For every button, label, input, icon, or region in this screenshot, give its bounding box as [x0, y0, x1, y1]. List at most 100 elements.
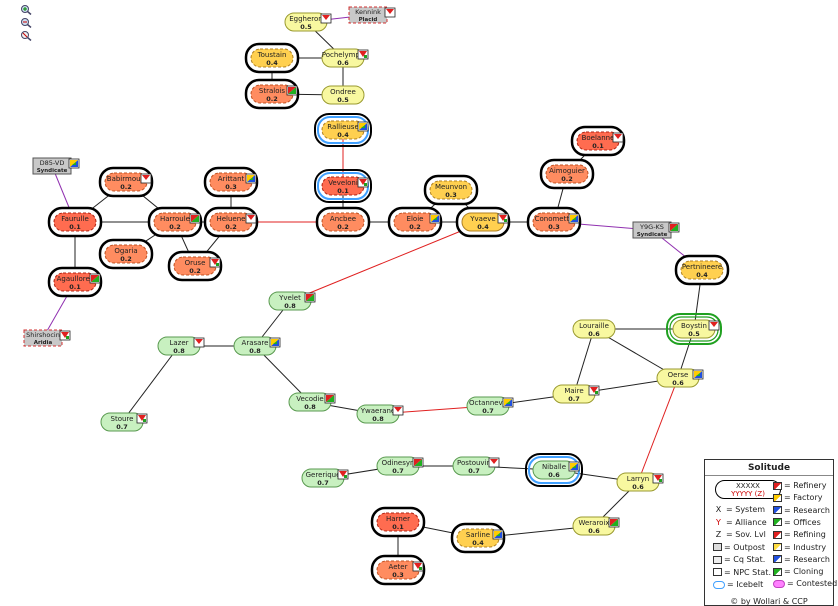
system-name: Babirmoult: [107, 175, 146, 183]
legend-left-item: = Cq Stat.: [713, 554, 765, 565]
security-level: 0.8: [284, 302, 296, 310]
security-level: 0.3: [392, 571, 404, 579]
security-level: 0.7: [468, 467, 480, 475]
system-name: Oruse: [185, 259, 206, 267]
system-node: [393, 212, 437, 232]
station-service-icon: [652, 473, 664, 484]
zoom-out-icon[interactable]: [20, 17, 33, 28]
system-node: [532, 212, 576, 232]
legend-title: Solitude: [705, 460, 833, 476]
legend-swatch: [773, 579, 785, 588]
legend-swatch: [713, 580, 725, 589]
legend-right-item: = Refinery: [773, 480, 826, 491]
station-service-icon: [568, 461, 580, 472]
station-service-icon: [708, 320, 720, 331]
system-name: Ondree: [330, 88, 356, 96]
zoom-in-icon[interactable]: [20, 4, 33, 15]
station-service-icon: [612, 132, 624, 143]
security-level: 0.7: [482, 407, 494, 415]
legend-sample-name: XXXXX: [736, 482, 760, 490]
system-name: Yvaeve: [469, 215, 495, 223]
system-name: Gererique: [306, 471, 341, 479]
security-level: 0.4: [472, 539, 484, 547]
legend-swatch: [773, 518, 782, 527]
security-level: 0.1: [69, 223, 81, 231]
station-service-icon: [384, 7, 396, 18]
legend-right-item: = Factory: [773, 492, 822, 503]
legend-credit: © by Wollari & CCP: [730, 597, 808, 606]
system-name: Rallieuse: [327, 123, 359, 131]
system-name: Weraroix: [578, 519, 609, 527]
security-level: 0.4: [696, 271, 708, 279]
legend-label: = Outpost: [724, 542, 766, 552]
security-level: 0.1: [69, 283, 81, 291]
reset-icon[interactable]: [20, 30, 33, 41]
system-name: Louraille: [579, 322, 609, 330]
sovereignty-ring: [314, 113, 372, 147]
security-level: 0.8: [173, 347, 185, 355]
system-node: [53, 272, 97, 292]
legend-label: = Offices: [784, 517, 821, 527]
security-level: 0.2: [409, 223, 421, 231]
legend-left-item: = NPC Stat.: [713, 567, 771, 578]
legend-swatch: [713, 555, 722, 564]
external-system-name: D85-VD: [40, 159, 65, 167]
system-name: Toustain: [257, 51, 287, 59]
security-level: 0.2: [189, 267, 201, 275]
legend-left-item: X= System: [713, 504, 765, 515]
legend-label: = Cq Stat.: [724, 555, 766, 564]
security-level: 0.5: [337, 96, 349, 104]
station-service-icon: [568, 213, 580, 224]
legend-right-item: = Research: [773, 505, 830, 516]
system-name: Boystin: [681, 322, 707, 330]
station-service-icon: [189, 213, 201, 224]
